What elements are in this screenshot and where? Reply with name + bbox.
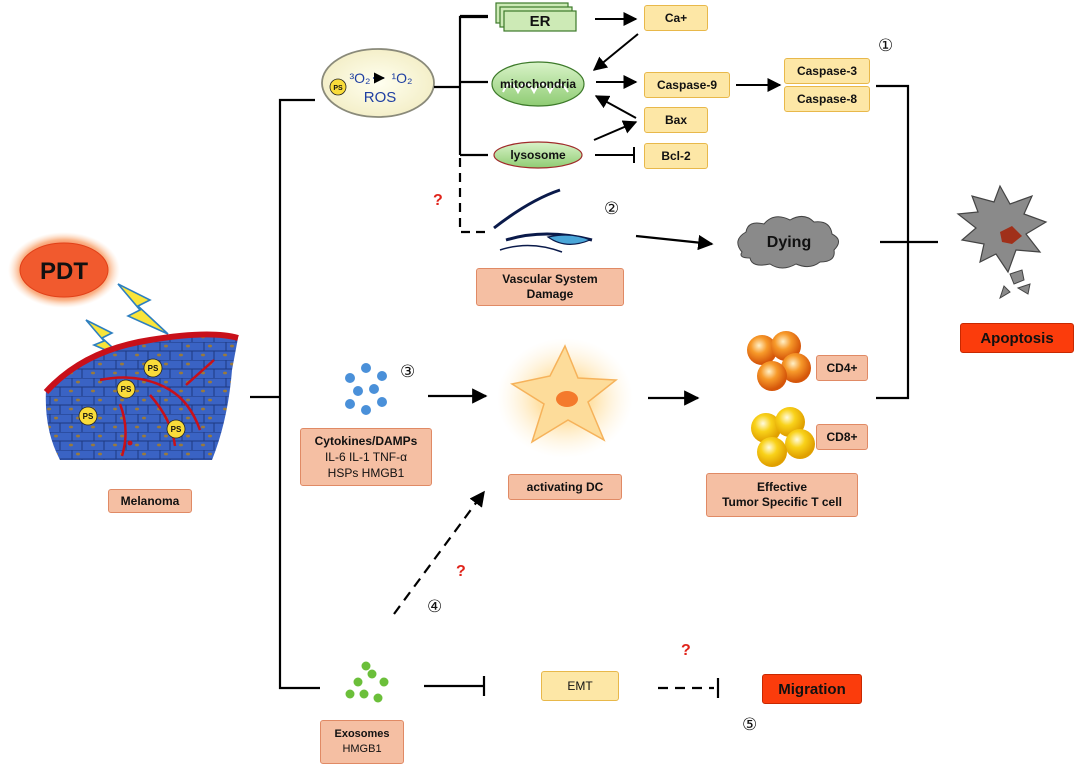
tcell-line2: Tumor Specific T cell	[722, 495, 842, 509]
question-mark-exosomes-dc: ?	[456, 563, 466, 580]
ps-label-2: PS	[121, 385, 132, 394]
ps-label-ros: PS	[333, 85, 343, 92]
migration-label: Migration	[762, 674, 862, 704]
vascular-damage-line1: Vascular System	[502, 272, 598, 286]
pdt-label: PDT	[40, 258, 88, 285]
dashed-arrow-exosomes-to-dc	[393, 490, 485, 615]
er-icon	[495, 2, 577, 32]
ros-product: ¹O₂	[392, 70, 413, 86]
lysosome-icon	[493, 141, 583, 169]
mitochondria-icon	[491, 61, 585, 107]
ps-label-1: PS	[148, 364, 159, 373]
ros-bracket	[434, 14, 488, 157]
caspase3-label: Caspase-3	[784, 58, 870, 84]
apoptosis-bracket	[876, 84, 938, 400]
pathway-number-2: ②	[604, 199, 620, 219]
cd8-label: CD8+	[816, 424, 868, 450]
question-mark-vascular: ?	[433, 192, 443, 209]
caspase8-label: Caspase-8	[784, 86, 870, 112]
bcl2-label: Bcl-2	[644, 143, 708, 169]
dashed-link-vascular	[458, 158, 488, 234]
pathway-number-5: ⑤	[742, 715, 758, 735]
vascular-to-dying-arrow	[635, 234, 714, 251]
vascular-damage-label: Vascular System Damage	[476, 268, 624, 306]
melanoma-tumor-icon	[43, 331, 239, 460]
activating-dc-label: activating DC	[508, 474, 622, 500]
apoptotic-cell-icon	[956, 184, 1048, 300]
apoptosis-label: Apoptosis	[960, 323, 1074, 353]
mitochondria-label: mitochondria	[500, 77, 576, 91]
vascular-damage-icon	[493, 188, 593, 253]
cd4-label: CD4+	[816, 355, 868, 381]
dc-nucleus	[556, 391, 578, 407]
question-mark-migration: ?	[681, 642, 691, 659]
er-label: ER	[530, 13, 551, 30]
melanoma-label: Melanoma	[108, 489, 192, 513]
main-bracket	[250, 98, 320, 690]
exosome-dots-icon	[345, 661, 389, 703]
bax-label: Bax	[644, 107, 708, 133]
exosomes-line2: HMGB1	[342, 743, 382, 755]
cd4-cells-icon	[747, 331, 811, 391]
cytokines-label: Cytokines/DAMPs IL-6 IL-1 TNF-α HSPs HMG…	[300, 428, 432, 486]
cytokines-line2: HSPs HMGB1	[327, 466, 405, 480]
cd8-cells-icon	[751, 407, 815, 467]
ros-label: ROS	[364, 89, 397, 106]
ros-reactant: ³O₂	[350, 70, 371, 86]
ps-molecule-ros	[329, 78, 347, 96]
dying-cloud-icon	[737, 216, 839, 269]
lysosome-label: lysosome	[510, 148, 566, 162]
cytokine-dots-icon	[345, 363, 387, 415]
exosomes-label: Exosomes HMGB1	[320, 720, 404, 764]
exosomes-line1: Exosomes	[334, 728, 390, 740]
pdt-bubble	[19, 242, 109, 298]
pathway-number-3: ③	[400, 362, 416, 382]
vascular-damage-line2: Damage	[526, 287, 574, 301]
cytokines-line1: IL-6 IL-1 TNF-α	[324, 450, 408, 464]
ca-label: Ca+	[644, 5, 708, 31]
ps-molecules: PS PS PS PS	[78, 358, 186, 439]
dying-label: Dying	[766, 234, 812, 251]
organelle-arrows	[592, 12, 782, 163]
emt-inhibit-migration	[658, 678, 720, 698]
ps-label-3: PS	[83, 412, 94, 421]
exosomes-inhibit-emt	[424, 676, 486, 696]
ps-label-4: PS	[171, 425, 182, 434]
tcell-label: Effective Tumor Specific T cell	[706, 473, 858, 517]
caspase9-label: Caspase-9	[644, 72, 730, 98]
mitochondria-cristae	[502, 83, 569, 95]
tcell-line1: Effective	[756, 480, 808, 494]
emt-label: EMT	[541, 671, 619, 701]
pathway-number-4: ④	[427, 597, 443, 617]
cytokines-title: Cytokines/DAMPs	[314, 434, 418, 448]
pathway-number-1: ①	[878, 36, 894, 56]
